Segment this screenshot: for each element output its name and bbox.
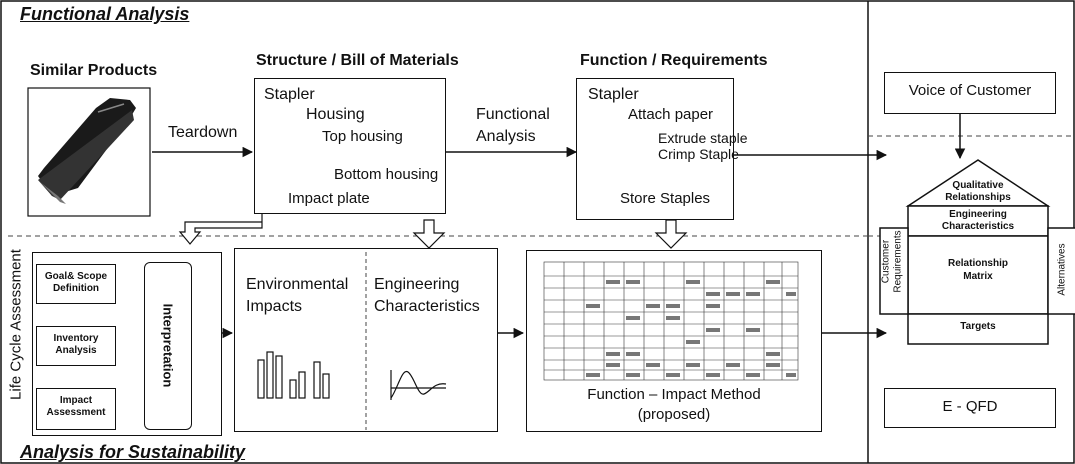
house-of-quality xyxy=(879,159,1075,345)
section-title-functional-analysis: Functional Analysis xyxy=(20,4,190,24)
function-store-staples: Store Staples xyxy=(620,190,711,207)
voice-of-customer-box xyxy=(884,72,1056,114)
stapler-photo xyxy=(27,87,151,217)
function-attach-paper: Attach paper xyxy=(628,106,714,123)
customer-req-label-2: Requirements xyxy=(892,230,904,293)
voice-of-customer-label: Voice of Customer xyxy=(908,82,1032,99)
env-impacts-label-2: Impacts xyxy=(246,298,303,315)
goal-scope-box: Goal& Scope Definition xyxy=(36,264,116,304)
function-req-root: Stapler xyxy=(588,86,639,103)
interpretation-box xyxy=(144,262,192,430)
eqfd-label: E - QFD xyxy=(942,398,998,415)
impact-label-1: Impact xyxy=(59,395,93,406)
eng-chars-label-2: Characteristics xyxy=(374,298,480,315)
eng-line-sketch xyxy=(390,370,447,400)
method-label-2: (proposed) xyxy=(637,406,711,423)
eqfd-box xyxy=(884,388,1056,428)
roof-label-2: Relationships xyxy=(945,192,1011,203)
function-extrude-staple: Extrude staple xyxy=(658,130,748,146)
impact-assessment-box: Impact Assessment xyxy=(36,388,116,430)
env-bar-chart xyxy=(257,351,330,399)
function-to-method-hollow-arrow xyxy=(654,219,688,249)
alternatives-label: Alternatives xyxy=(1056,243,1068,296)
matrix-label-1: Relationship xyxy=(947,258,1008,269)
customer-req-label-1: Customer xyxy=(880,239,892,284)
interpretation-label: Interpretation xyxy=(160,303,176,388)
bom-title: Structure / Bill of Materials xyxy=(256,52,459,69)
method-label-1: Function – Impact Method xyxy=(587,386,761,403)
bom-housing: Housing xyxy=(306,106,365,123)
teardown-label: Teardown xyxy=(168,124,238,141)
inventory-label-1: Inventory xyxy=(53,333,99,344)
bom-root: Stapler xyxy=(264,86,315,103)
eng-chars-qfd-2: Characteristics xyxy=(941,221,1015,232)
section-title-sustainability: Analysis for Sustainability xyxy=(20,442,246,462)
goal-scope-label-2: Definition xyxy=(52,283,100,294)
env-eng-box xyxy=(234,248,498,432)
bom-box xyxy=(254,78,446,214)
functional-analysis-label-1: Functional xyxy=(476,106,550,123)
bom-top-housing: Top housing xyxy=(322,128,403,145)
targets-label: Targets xyxy=(960,321,996,332)
goal-scope-label-1: Goal& Scope xyxy=(44,271,108,282)
eng-chars-qfd-1: Engineering xyxy=(949,209,1007,220)
bom-bottom-housing: Bottom housing xyxy=(334,166,439,183)
method-box xyxy=(526,250,822,432)
function-crimp-staple: Crimp Staple xyxy=(658,146,739,162)
inventory-box: Inventory Analysis xyxy=(36,326,116,366)
bom-impact-plate: Impact plate xyxy=(288,190,370,207)
functional-analysis-label-2: Analysis xyxy=(476,128,536,145)
bom-to-lca-hollow-arrow xyxy=(178,214,263,245)
eng-chars-label-1: Engineering xyxy=(374,276,460,293)
function-req-title: Function / Requirements xyxy=(580,52,768,69)
life-cycle-assessment-label: Life Cycle Assessment xyxy=(7,249,25,400)
function-impact-table xyxy=(543,261,799,381)
bom-to-eng-hollow-arrow xyxy=(412,219,446,249)
env-impacts-label-1: Environmental xyxy=(246,276,349,293)
inventory-label-2: Analysis xyxy=(55,345,97,356)
similar-products-title: Similar Products xyxy=(30,62,158,79)
impact-label-2: Assessment xyxy=(46,407,106,418)
matrix-label-2: Matrix xyxy=(963,271,993,282)
function-req-box xyxy=(576,78,734,220)
roof-label-1: Qualitative xyxy=(952,180,1004,191)
